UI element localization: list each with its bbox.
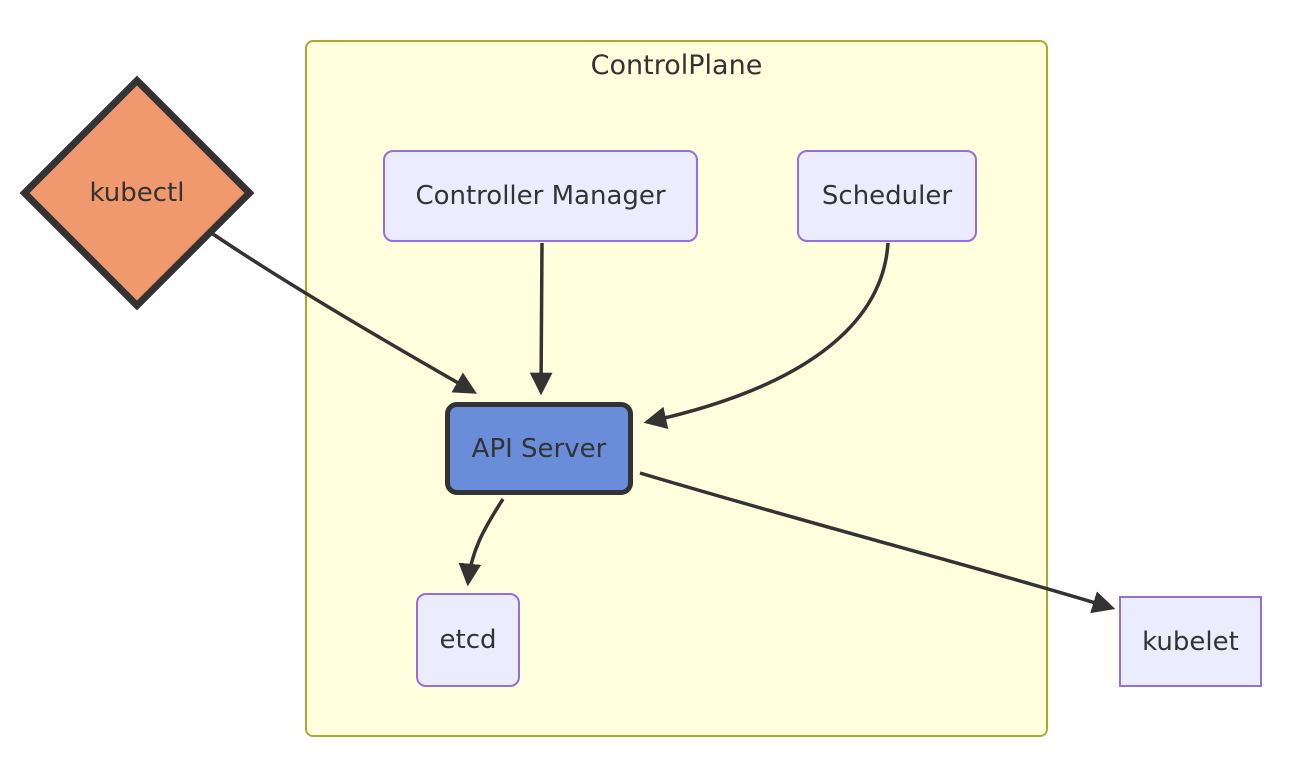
edge-api-server-kubelet — [639, 471, 1116, 614]
edge-controller-manager-api-server — [529, 242, 553, 396]
node-api-server: API Server — [445, 402, 633, 495]
node-api-server-label: API Server — [471, 433, 607, 464]
node-kubectl: kubectl — [19, 75, 255, 311]
node-kubelet-label: kubelet — [1142, 626, 1239, 657]
node-kubectl-label: kubectl — [89, 178, 185, 208]
edge-api-server-etcd — [458, 498, 505, 587]
node-controller-manager-label: Controller Manager — [415, 181, 666, 211]
edge-scheduler-api-server — [643, 242, 890, 429]
node-etcd-label: etcd — [439, 625, 497, 655]
edge-kubectl-api-server — [209, 230, 477, 394]
cluster-title: ControlPlane — [590, 50, 763, 81]
node-scheduler-label: Scheduler — [821, 181, 953, 211]
node-scheduler: Scheduler — [797, 150, 977, 242]
node-controller-manager: Controller Manager — [383, 150, 698, 242]
node-kubelet: kubelet — [1119, 596, 1262, 687]
node-etcd: etcd — [416, 593, 520, 687]
